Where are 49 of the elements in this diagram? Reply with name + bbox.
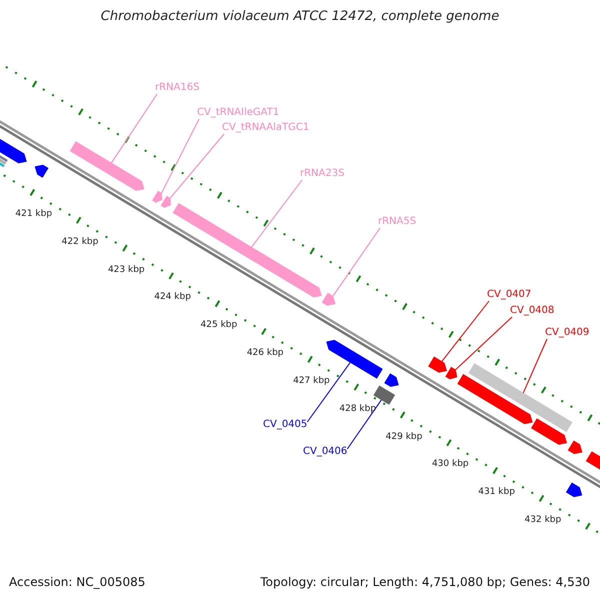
gene-feature — [373, 386, 396, 405]
leader-line — [455, 316, 512, 370]
gene-label: CV_tRNAIleGAT1 — [197, 107, 280, 119]
gene-label: CV_0407 — [487, 289, 532, 301]
leader-line — [441, 300, 490, 362]
gene-feature — [34, 164, 48, 178]
scale-label: 432 kbp — [524, 514, 562, 526]
gene-feature — [457, 374, 533, 424]
leader-line — [332, 228, 380, 297]
gene-label: rRNA16S — [155, 82, 200, 94]
title: Chromobacterium violaceum ATCC 12472, complete genome — [100, 9, 500, 25]
gene-label: CV_0408 — [510, 305, 554, 317]
trna-feature — [152, 190, 162, 203]
gene-label: CV_0406 — [303, 446, 348, 458]
gene-label: CV_tRNAAlaTGC1 — [222, 122, 310, 134]
scale-label: 425 kbp — [200, 319, 238, 332]
gene-label: CV_0405 — [263, 419, 308, 431]
scale-label: 429 kbp — [386, 430, 422, 443]
gene-feature — [531, 418, 567, 445]
scale-label: 421 kbp — [15, 208, 52, 220]
gene-feature — [468, 363, 572, 432]
trna-feature — [160, 196, 171, 208]
leader-line — [161, 118, 200, 194]
scale-label: 430 kbp — [432, 458, 469, 470]
leader-line — [346, 399, 382, 450]
scale-label: 427 kbp — [293, 374, 330, 387]
leader-line — [251, 180, 302, 248]
leader-line — [306, 362, 351, 422]
footer-text: Accession: NC_005085 — [9, 575, 146, 589]
gene-feature — [566, 482, 582, 498]
scale-label: 424 kbp — [154, 291, 191, 304]
scale-label: 422 kbp — [62, 236, 98, 248]
scale-label: 426 kbp — [246, 347, 284, 360]
scale-label: 423 kbp — [108, 264, 145, 276]
rrna-feature — [322, 292, 336, 306]
leader-line — [110, 94, 158, 164]
leader-line — [170, 134, 224, 199]
gene-feature — [384, 373, 399, 387]
scale-label: 431 kbp — [478, 486, 515, 498]
gene-label: rRNA5S — [378, 216, 416, 228]
gene-feature — [428, 356, 447, 373]
rrna-feature — [70, 141, 144, 191]
gene-label: CV_0409 — [545, 327, 590, 339]
gene-feature — [568, 440, 582, 454]
footer-text: Topology: circular; Length: 4,751,080 bp; Genes: 4,530 — [260, 575, 590, 589]
scale-label: 428 kbp — [339, 402, 376, 415]
gene-feature — [445, 366, 458, 380]
gene-label: rRNA23S — [300, 168, 344, 180]
leader-line — [522, 338, 548, 394]
